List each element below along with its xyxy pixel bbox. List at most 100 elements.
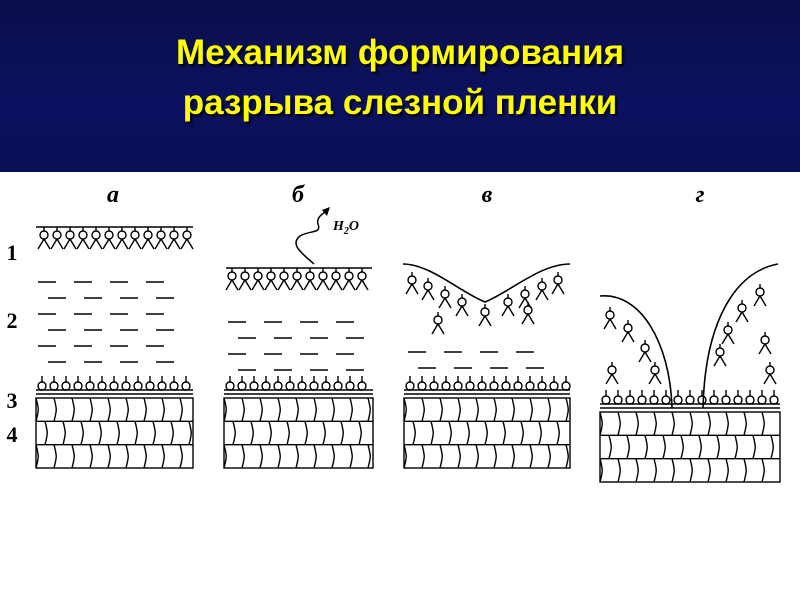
- panel-a-epithelium-cell: [152, 421, 156, 445]
- panel-v-epithelium-cell: [484, 421, 488, 445]
- evaporation-arrow-path: [295, 209, 329, 265]
- slide-title-line2: разрыва слезной пленки: [182, 83, 618, 122]
- lipid-tail: [244, 279, 252, 291]
- lipid-tail: [335, 279, 343, 291]
- mucin-head: [37, 381, 47, 391]
- panel-v-epithelium-cell: [511, 397, 515, 422]
- mucin-head: [157, 381, 167, 391]
- mucin-head: [181, 381, 191, 391]
- lipid-head: [156, 230, 166, 240]
- mucin-head: [309, 381, 319, 391]
- panel-v-epithelium-cell: [439, 397, 443, 422]
- lipid-tail: [518, 297, 526, 309]
- lipid-tail: [264, 279, 272, 291]
- lipid-head: [457, 297, 467, 307]
- lipid-tail: [535, 289, 543, 301]
- mucin-head: [625, 395, 635, 405]
- panel-a-epithelium-cell: [188, 421, 192, 445]
- panel-b-epithelium-cell: [241, 397, 245, 422]
- lipid-tail: [322, 279, 330, 291]
- panel-b-epithelium-cell: [259, 444, 263, 469]
- lipid-tail: [283, 279, 291, 291]
- mucin-head: [61, 381, 71, 391]
- panel-v-epithelium-cell: [475, 397, 479, 422]
- panel-v-epithelium-cell: [475, 444, 479, 469]
- panel-g-epithelium-cell: [725, 411, 729, 436]
- mucin-head: [769, 395, 779, 405]
- lipid-tail: [231, 279, 239, 291]
- lipid-tail: [507, 305, 515, 317]
- panel-a-epithelium-cell: [125, 444, 129, 469]
- panel-v-lipid-surface: [402, 263, 571, 303]
- lipid-head: [130, 230, 140, 240]
- lipid-tail: [56, 238, 64, 250]
- panel-b-epithelium-cell: [331, 397, 335, 422]
- panel-v-epithelium-cell: [466, 421, 470, 445]
- lipid-tail: [638, 351, 646, 363]
- lipid-tail: [758, 343, 766, 355]
- panel-v-epithelium-cell: [412, 421, 416, 445]
- lipid-tail: [437, 323, 445, 335]
- panel-g-epithelium-cell: [707, 458, 711, 483]
- panel-v-epithelium-cell: [493, 397, 497, 422]
- panel-a-epithelium-cell: [89, 444, 93, 469]
- lipid-tail: [95, 238, 103, 250]
- lipid-head: [537, 281, 547, 291]
- panel-v-epithelium-cell: [448, 421, 452, 445]
- lipid-tail: [147, 238, 155, 250]
- panel-b-epithelium-cell: [313, 397, 317, 422]
- mucin-head: [357, 381, 367, 391]
- panel-b-epithelium-cell: [313, 444, 317, 469]
- lipid-tail: [296, 279, 304, 291]
- lipid-tail: [361, 279, 369, 291]
- panel-v-epithelium-cell: [403, 397, 407, 422]
- lipid-tail: [63, 238, 71, 250]
- lipid-tail: [134, 238, 142, 250]
- lipid-head: [407, 275, 417, 285]
- lipid-tail: [173, 238, 181, 250]
- panel-v-epithelium-cell: [430, 421, 434, 445]
- panel-b-epithelium-cell: [259, 397, 263, 422]
- mucin-head: [649, 395, 659, 405]
- panel-a-epithelium-cell: [179, 444, 183, 469]
- panel-a-epithelium-border: [35, 397, 194, 469]
- lipid-tail: [121, 238, 129, 250]
- lipid-tail: [721, 333, 729, 345]
- panel-a-epithelium-cell: [35, 397, 39, 422]
- panel-b-epithelium-cell: [295, 397, 299, 422]
- panel-v-epithelium-cell: [439, 444, 443, 469]
- lipid-head: [266, 271, 276, 281]
- panel-b-epithelium-cell: [277, 397, 281, 422]
- panel-a-epithelium-cell: [98, 421, 102, 445]
- panel-b-epithelium-cell: [331, 444, 335, 469]
- layer-label-3: 3: [7, 388, 18, 413]
- panel-g-epithelium-cell: [698, 435, 702, 459]
- mucin-head: [613, 395, 623, 405]
- lipid-tail: [225, 279, 233, 291]
- mucin-head: [333, 381, 343, 391]
- panel-b-epithelium-cell: [367, 444, 371, 469]
- lipid-head: [737, 303, 747, 313]
- lipid-tail: [431, 323, 439, 335]
- panel-a-epithelium-cell: [170, 421, 174, 445]
- panel-v-epithelium-cell: [538, 421, 542, 445]
- mucin-head: [745, 395, 755, 405]
- lipid-tail: [160, 238, 168, 250]
- lipid-head: [605, 310, 615, 320]
- panel-v-epithelium-cell: [547, 444, 551, 469]
- lipid-tail: [713, 355, 721, 367]
- lipid-tail: [342, 279, 350, 291]
- lipid-tail: [277, 279, 285, 291]
- lipid-tail: [753, 295, 761, 307]
- lipid-head: [104, 230, 114, 240]
- lipid-head: [523, 305, 533, 315]
- panel-b-epithelium-cell: [241, 444, 245, 469]
- lipid-head: [344, 271, 354, 281]
- lipid-tail: [89, 238, 97, 250]
- lipid-head: [640, 343, 650, 353]
- panel-g-epithelium-cell: [599, 458, 603, 483]
- mucin-head: [225, 381, 235, 391]
- lipid-tail: [186, 238, 194, 250]
- mucin-head: [661, 395, 671, 405]
- mucin-head: [169, 381, 179, 391]
